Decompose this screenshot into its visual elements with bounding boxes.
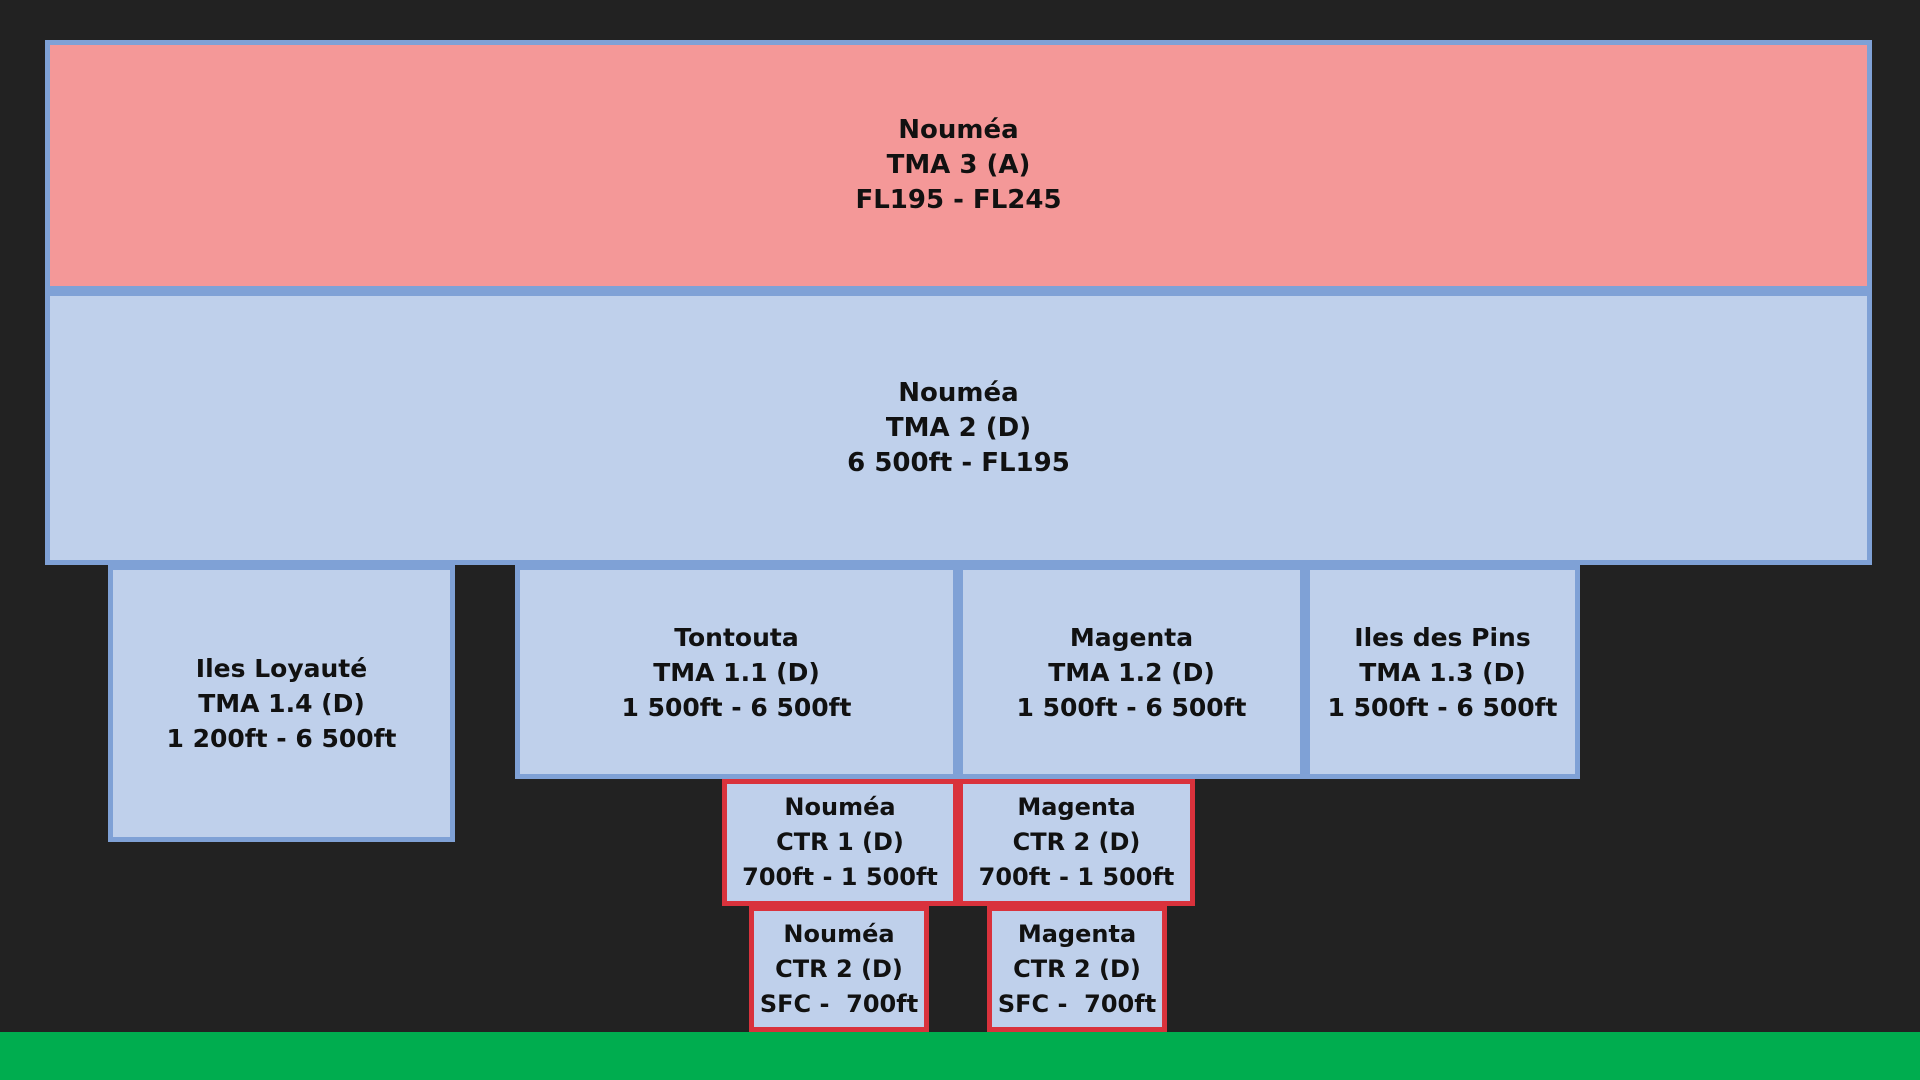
zone-name: Iles Loyauté (195, 654, 368, 683)
zone-designation: CTR 1 (D) (776, 828, 904, 856)
zone-designation: TMA 1.4 (D) (198, 689, 365, 718)
zone-name: Iles des Pins (1354, 622, 1531, 652)
zone-limits: SFC - 700ft (759, 989, 919, 1018)
zone-name: Magenta (1069, 622, 1194, 652)
zone-limits: 1 500ft - 6 500ft (1327, 692, 1558, 722)
zone-limits: FL195 - FL245 (855, 185, 1062, 215)
zone-noumea-tma3: Nouméa TMA 3 (A) FL195 - FL245 (45, 40, 1872, 291)
zone-noumea-ctr1: Nouméa CTR 1 (D) 700ft - 1 500ft (722, 779, 958, 906)
zone-limits: 1 200ft - 6 500ft (166, 724, 397, 753)
zone-designation: TMA 1.3 (D) (1359, 657, 1526, 687)
zone-name: Nouméa (784, 793, 896, 821)
zone-limits: 1 500ft - 6 500ft (1016, 692, 1247, 722)
zone-limits: 1 500ft - 6 500ft (621, 692, 852, 722)
zone-designation: TMA 2 (D) (885, 412, 1032, 443)
zone-noumea-tma2: Nouméa TMA 2 (D) 6 500ft - FL195 (45, 291, 1872, 565)
zone-name: Tontouta (674, 622, 799, 652)
zone-magenta-ctr2-upper: Magenta CTR 2 (D) 700ft - 1 500ft (958, 779, 1195, 906)
zone-name: Nouméa (898, 377, 1019, 408)
zone-magenta-ctr2-lower: Magenta CTR 2 (D) SFC - 700ft (987, 906, 1167, 1032)
zone-magenta-tma12: Magenta TMA 1.2 (D) 1 500ft - 6 500ft (958, 565, 1305, 779)
zone-iles-loyaute-tma14: Iles Loyauté TMA 1.4 (D) 1 200ft - 6 500… (108, 565, 455, 842)
zone-iles-des-pins-tma13: Iles des Pins TMA 1.3 (D) 1 500ft - 6 50… (1305, 565, 1580, 779)
zone-limits: 700ft - 1 500ft (978, 863, 1175, 891)
zone-limits: 6 500ft - FL195 (847, 447, 1070, 478)
zone-name: Nouméa (783, 919, 895, 948)
zone-limits: 700ft - 1 500ft (742, 863, 938, 891)
zone-name: Magenta (1017, 919, 1137, 948)
zone-name: Magenta (1017, 793, 1136, 821)
zone-designation: CTR 2 (D) (1012, 828, 1141, 856)
zone-designation: TMA 1.1 (D) (653, 657, 820, 687)
zone-name: Nouméa (898, 115, 1019, 145)
zone-designation: CTR 2 (D) (775, 954, 903, 983)
zone-designation: CTR 2 (D) (1013, 954, 1141, 983)
ground-strip (0, 1032, 1920, 1080)
zone-designation: TMA 1.2 (D) (1048, 657, 1215, 687)
zone-limits: SFC - 700ft (997, 989, 1157, 1018)
zone-tontouta-tma11: Tontouta TMA 1.1 (D) 1 500ft - 6 500ft (515, 565, 958, 779)
zone-noumea-ctr2: Nouméa CTR 2 (D) SFC - 700ft (749, 906, 929, 1032)
zone-designation: TMA 3 (A) (886, 150, 1031, 180)
